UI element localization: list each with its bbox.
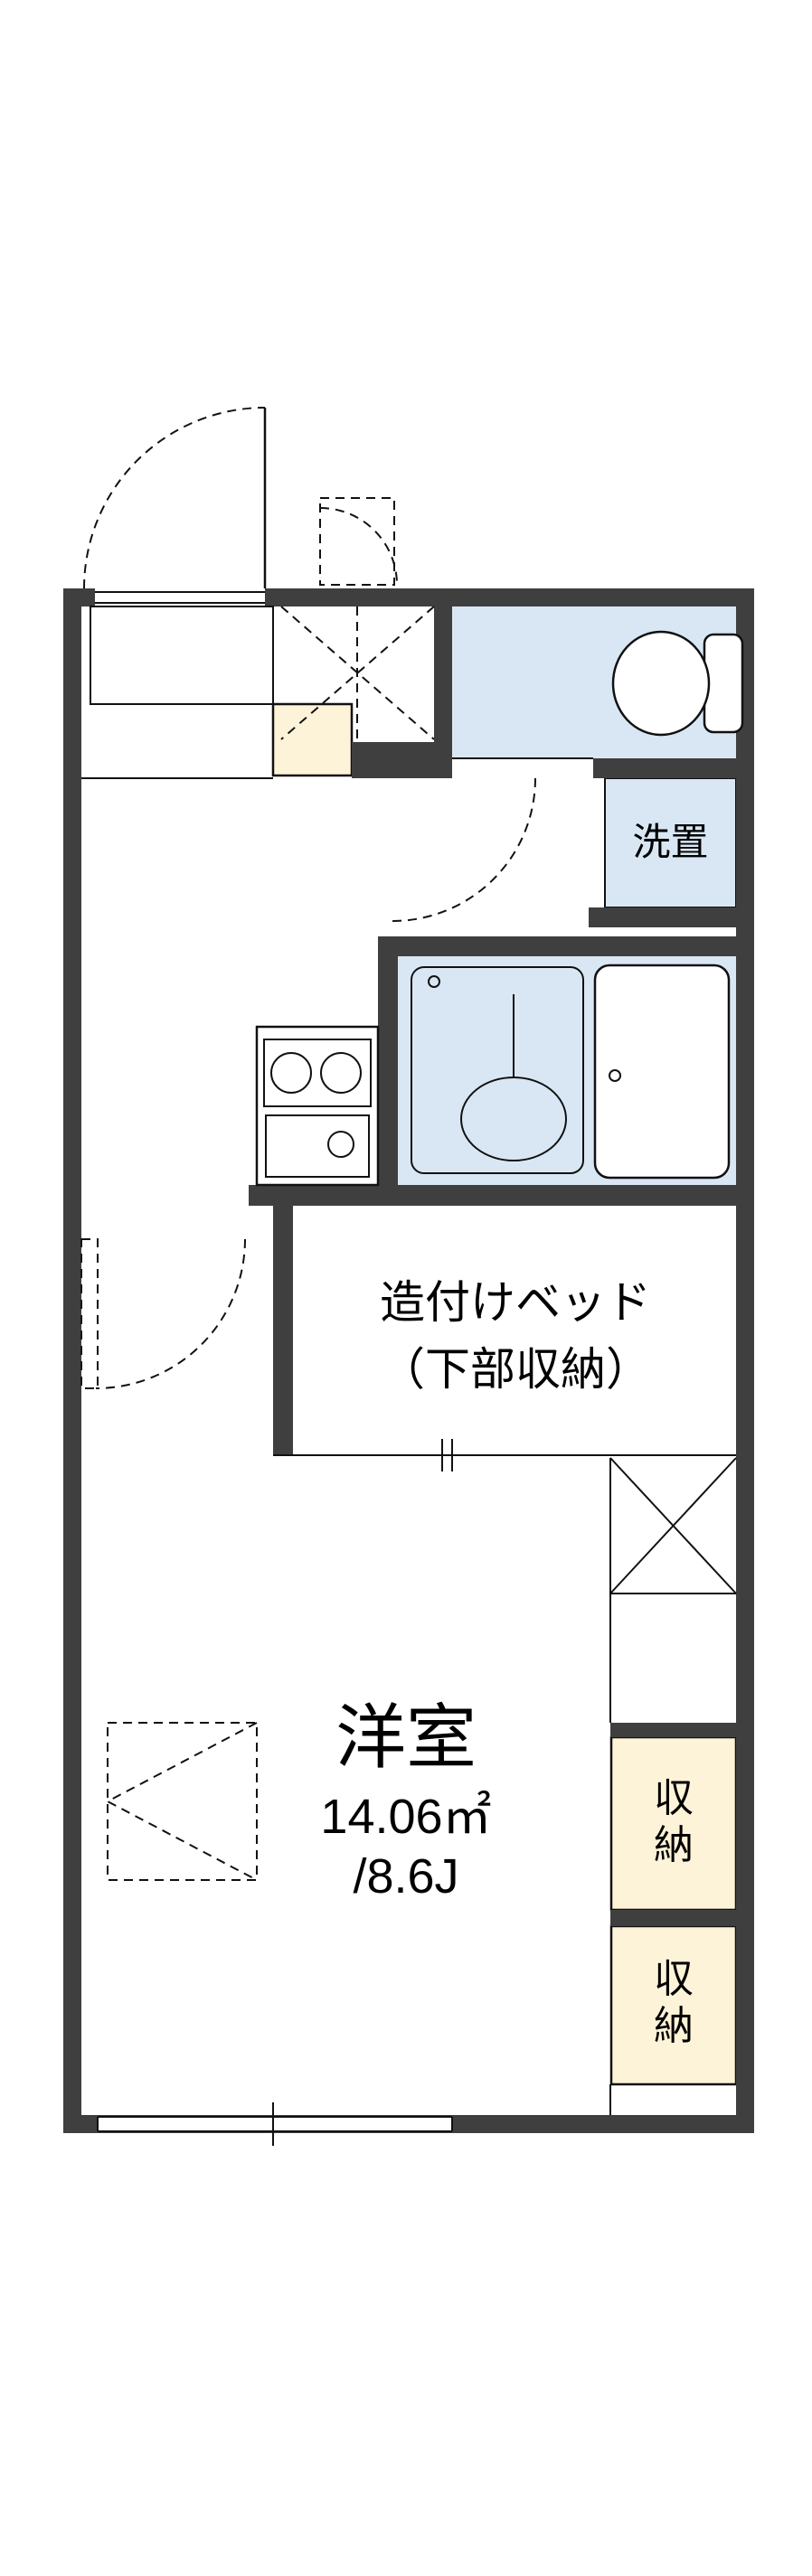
bathroom-door-arc: [392, 777, 536, 922]
closet-diagonal-2: [609, 1457, 737, 1594]
room-area-label: 14.06㎡: [320, 1790, 492, 1844]
wall-storage1-top: [610, 1723, 736, 1737]
wall-right: [736, 588, 754, 2133]
entrance-step: [271, 702, 354, 777]
fixtures: [81, 408, 744, 2146]
bathtub-drain: [609, 1069, 621, 1082]
wall-shoe-bottom: [352, 742, 434, 778]
wall-top-stub: [63, 588, 95, 606]
wall-below-washer: [589, 907, 736, 927]
room-name-label: 洋室: [335, 1697, 477, 1777]
toilet-tank-icon: [703, 633, 744, 734]
sink: [265, 1114, 370, 1178]
wall-bed-top: [249, 1185, 754, 1206]
door2-leaf: [319, 497, 395, 586]
wall-bath-top: [378, 936, 736, 956]
walls: [63, 588, 754, 2133]
entrance-opening: [95, 591, 265, 604]
genkan-area: [90, 606, 274, 705]
wall-below-toilet: [593, 758, 736, 778]
left-window-chevron: [105, 1722, 258, 1881]
storage-label-2: 収納: [654, 1957, 694, 2048]
toilet-bowl-icon: [611, 630, 711, 737]
stove-top: [263, 1039, 372, 1107]
shower-head-icon: [428, 975, 440, 988]
bathtub: [593, 964, 731, 1180]
wall-bath-left: [378, 956, 398, 1206]
storage-label-1: 収納: [654, 1776, 694, 1867]
door2-arc: [319, 507, 398, 586]
washer-label: 洗置: [632, 821, 709, 863]
window-bottom: [97, 2116, 453, 2132]
hallway-door-arc: [95, 1238, 246, 1389]
window-bottom-fill: [98, 2117, 452, 2131]
wall-top: [265, 588, 754, 606]
shower-room: [411, 966, 584, 1174]
bed-label-line1: 造付けベッド: [380, 1277, 651, 1328]
room-size-label: /8.6J: [353, 1849, 459, 1904]
bed-label-line2: （下部収納）: [380, 1344, 651, 1395]
sink-drain-icon: [327, 1131, 354, 1158]
dashed-symbols: [80, 407, 536, 1881]
burner-left-icon: [270, 1052, 312, 1094]
wall-toilet-left: [434, 606, 452, 778]
entrance-door-arc: [83, 407, 266, 589]
burner-right-icon: [320, 1052, 362, 1094]
wall-bed-left: [273, 1206, 293, 1455]
shoe-cabinet-symbol: [280, 606, 435, 740]
wall-left: [63, 588, 81, 2133]
hallway-door-leaf: [80, 1238, 99, 1389]
wall-storage-divider: [610, 1910, 736, 1926]
washer-area: [604, 777, 737, 908]
